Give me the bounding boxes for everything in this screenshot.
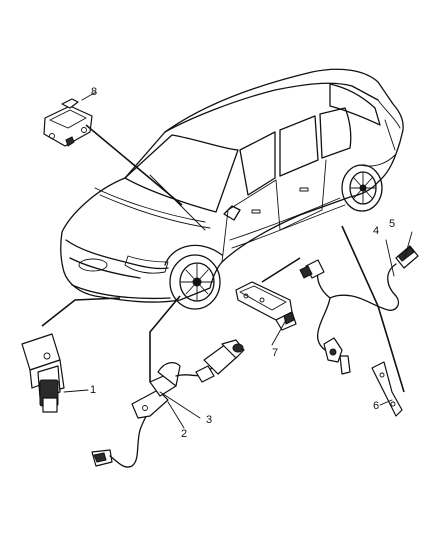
callout-4: 4 (373, 225, 379, 237)
callout-3: 3 (206, 414, 212, 426)
callout-7: 7 (272, 347, 278, 359)
sedan-illustration (60, 68, 404, 310)
part-8-sensor-module (43, 91, 183, 206)
callout-1: 1 (90, 384, 96, 396)
callout-6: 6 (373, 400, 379, 412)
callout-5: 5 (389, 218, 395, 230)
part-4-5-6-rear-wheel-sensor (299, 225, 419, 417)
callout-8: 8 (91, 86, 97, 98)
part-1-brake-switch (21, 297, 121, 413)
part-2-3-front-wheel-sensor (91, 295, 245, 468)
callout-2: 2 (181, 428, 187, 440)
part-7-impact-sensor (235, 257, 301, 346)
